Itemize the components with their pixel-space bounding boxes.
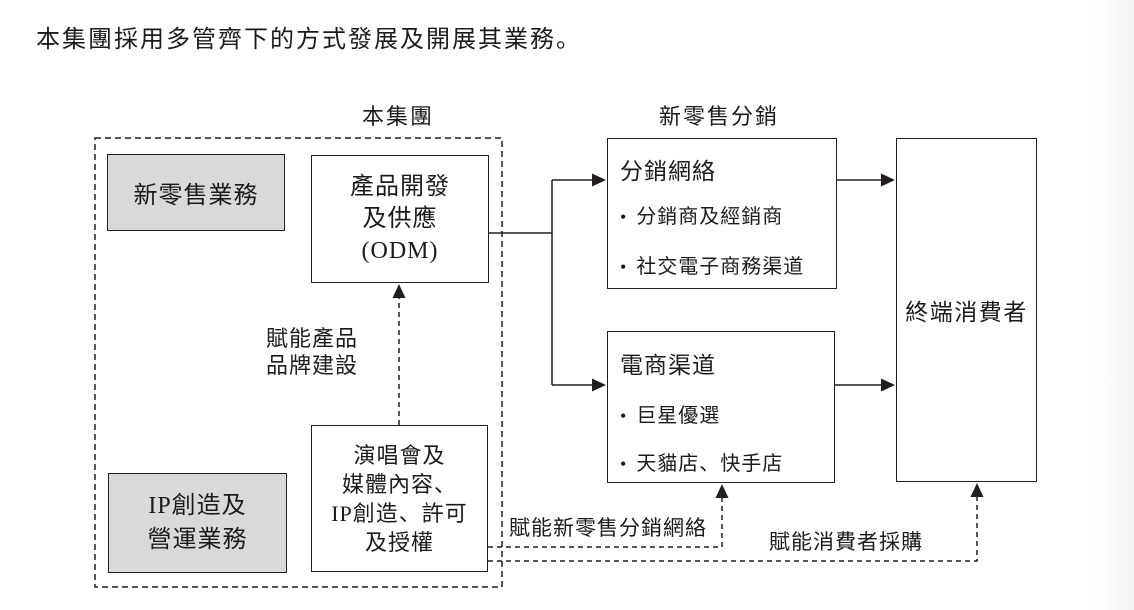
odm-label-line2: 及供應 bbox=[362, 206, 438, 232]
box-concert-media-content-ip: 演唱會及 媒體內容、 IP創造、許可 及授權 bbox=[311, 425, 488, 572]
arrowhead-up-into-ecommerce bbox=[715, 484, 729, 498]
arrowhead-into-ecommerce bbox=[592, 378, 606, 392]
distribution-column-header: 新零售分銷 bbox=[659, 104, 780, 129]
arrowhead-into-consumer-top bbox=[881, 173, 895, 187]
content-label-line1: 演唱會及 bbox=[353, 442, 446, 468]
network-bullet-1: 分銷商及經銷商 bbox=[636, 206, 784, 228]
box-new-retail-business: 新零售業務 bbox=[107, 154, 285, 231]
content-label-line4: 及授權 bbox=[364, 529, 434, 555]
list-item: • 社交電子商務渠道 bbox=[620, 250, 804, 279]
content-label-line3: IP創造、許可 bbox=[331, 500, 468, 526]
list-item: • 天貓店、快手店 bbox=[620, 447, 783, 476]
page-edge-shading bbox=[1090, 0, 1134, 610]
arrowhead-into-consumer-bottom bbox=[881, 378, 895, 392]
box-ecommerce-channels: 電商渠道 • 巨星優選 • 天貓店、快手店 bbox=[607, 331, 835, 483]
intro-text: 本集團採用多管齊下的方式發展及開展其業務。 bbox=[36, 27, 582, 53]
ip-business-label-line2: 營運業務 bbox=[147, 527, 248, 553]
new-retail-business-label: 新零售業務 bbox=[133, 183, 259, 209]
box-product-development-odm: 產品開發 及供應 (ODM) bbox=[311, 155, 489, 283]
list-item: • 巨星優選 bbox=[620, 399, 720, 428]
bullet-icon: • bbox=[620, 207, 628, 227]
arrowhead-up-into-odm bbox=[392, 284, 406, 298]
box-distribution-network: 分銷網絡 • 分銷商及經銷商 • 社交電子商務渠道 bbox=[607, 138, 837, 289]
annotation-empower-distribution: 賦能新零售分銷網絡 bbox=[509, 516, 707, 540]
bullet-icon: • bbox=[620, 406, 628, 426]
bullet-icon: • bbox=[620, 454, 628, 474]
end-consumer-label: 終端消費者 bbox=[905, 300, 1028, 325]
annotation-empower-brand: 賦能產品 品牌建設 bbox=[262, 325, 362, 379]
box-ip-creation-operation-business: IP創造及 營運業務 bbox=[108, 473, 287, 573]
list-item: • 分銷商及經銷商 bbox=[620, 200, 783, 229]
annotation-empower-consumer: 賦能消費者採購 bbox=[769, 530, 923, 554]
annotation-empower-brand-line1: 賦能產品 bbox=[265, 326, 358, 351]
arrowhead-into-network bbox=[592, 173, 606, 187]
arrowhead-up-into-consumer bbox=[970, 483, 984, 497]
ip-business-label-line1: IP創造及 bbox=[148, 493, 247, 519]
annotation-empower-brand-line2: 品牌建設 bbox=[265, 353, 358, 378]
odm-label-line3: (ODM) bbox=[361, 238, 439, 264]
ecommerce-channels-title: 電商渠道 bbox=[620, 353, 716, 378]
network-bullet-2: 社交電子商務渠道 bbox=[636, 256, 805, 278]
distribution-network-title: 分銷網絡 bbox=[620, 159, 716, 184]
ecommerce-bullet-2: 天貓店、快手店 bbox=[636, 453, 784, 475]
group-column-header: 本集團 bbox=[362, 104, 435, 129]
box-end-consumer: 終端消費者 bbox=[896, 138, 1037, 482]
ecommerce-bullet-1: 巨星優選 bbox=[636, 405, 721, 427]
odm-label-line1: 產品開發 bbox=[350, 174, 450, 200]
bullet-icon: • bbox=[620, 257, 628, 277]
content-label-line2: 媒體內容、 bbox=[341, 471, 457, 497]
